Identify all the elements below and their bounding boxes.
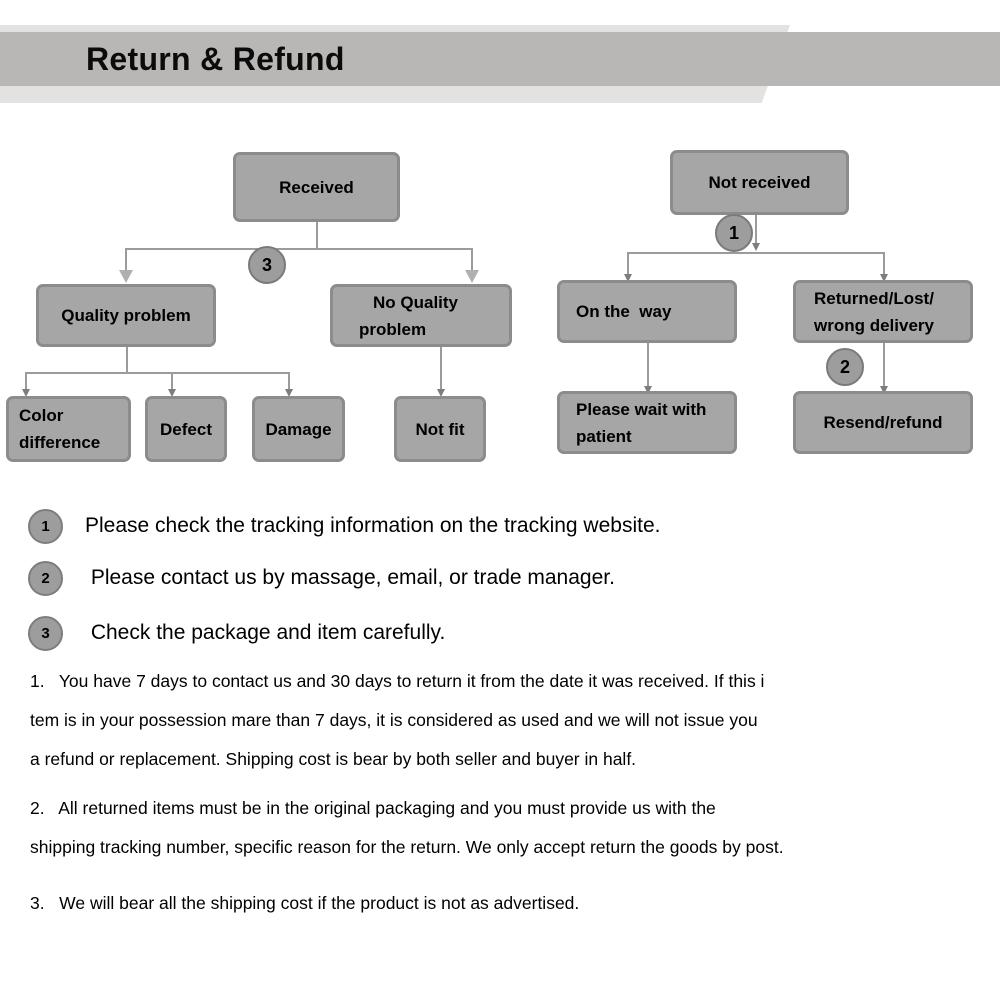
flow-node-not-fit[interactable]: Not fit xyxy=(394,396,486,462)
flow-node-resend-refund[interactable]: Resend/refund xyxy=(793,391,973,454)
page-header: Return & Refund xyxy=(0,0,1000,115)
flow-node-not-received-label: Not received xyxy=(708,173,811,192)
legend-item-3: 3 Check the package and item carefully. xyxy=(28,613,445,653)
legend-item-2-text: Please contact us by massage, email, or … xyxy=(85,566,615,589)
flow-node-received[interactable]: Received xyxy=(233,152,400,222)
flow-node-not-fit-label: Not fit xyxy=(415,419,465,439)
arrow-to-quality-problem xyxy=(119,270,133,283)
arrow-to-on-the-way xyxy=(624,274,632,282)
legend-item-1: 1 Please check the tracking information … xyxy=(28,506,660,546)
connector-received-bus xyxy=(125,248,473,250)
connector-received-left-drop xyxy=(125,248,127,271)
connector-returned-to-resend xyxy=(883,343,885,387)
arrow-not-received-stem-head xyxy=(752,243,760,251)
connector-not-received-stem xyxy=(755,215,757,244)
flow-node-resend-refund-label: Resend/refund xyxy=(823,413,943,432)
flow-node-returned-lost-wrong-delivery[interactable]: Returned/Lost/ wrong delivery xyxy=(793,280,973,343)
connector-quality-drop-damage xyxy=(288,372,290,390)
legend-badge-3-label: 3 xyxy=(41,624,50,642)
flow-node-on-the-way[interactable]: On the way xyxy=(557,280,737,343)
legend-badge-2: 2 xyxy=(28,560,63,596)
connector-not-received-right-drop xyxy=(883,252,885,275)
flow-node-no-quality-problem-label-line2: problem xyxy=(359,319,427,339)
connector-not-received-bus xyxy=(627,252,885,254)
flow-node-not-received[interactable]: Not received xyxy=(670,150,849,215)
flow-node-defect-label: Defect xyxy=(160,419,212,439)
flow-node-defect[interactable]: Defect xyxy=(145,396,227,462)
arrow-to-please-wait xyxy=(644,386,652,394)
badge-1-label: 1 xyxy=(728,222,739,243)
legend-badge-1-label: 1 xyxy=(41,517,50,535)
connector-quality-stem xyxy=(126,347,128,373)
arrow-to-defect xyxy=(168,389,176,397)
badge-3-label: 3 xyxy=(261,254,272,275)
connector-received-right-drop xyxy=(471,248,473,271)
legend-item-1-text: Please check the tracking information on… xyxy=(85,514,661,537)
connector-quality-bus xyxy=(25,372,289,374)
connector-quality-drop-color xyxy=(25,372,27,390)
legend-badge-2-label: 2 xyxy=(41,569,50,587)
connector-no-quality-to-not-fit xyxy=(440,347,442,390)
flow-node-damage[interactable]: Damage xyxy=(252,396,345,462)
flow-node-please-wait-label-line2: patient xyxy=(576,426,632,446)
flow-node-returned-lost-label-line2: wrong delivery xyxy=(814,315,934,335)
flow-node-returned-lost-label-line1: Returned/Lost/ xyxy=(814,288,934,308)
flow-node-on-the-way-label: On the way xyxy=(576,302,672,321)
legend-item-3-text: Check the package and item carefully. xyxy=(85,621,446,644)
arrow-to-color-difference xyxy=(22,389,30,397)
legend-list: 1 Please check the tracking information … xyxy=(0,498,1000,663)
flow-node-quality-problem-label: Quality problem xyxy=(61,306,191,325)
badge-3-flowchart: 3 xyxy=(248,246,286,284)
arrow-to-damage xyxy=(285,389,293,397)
flow-node-quality-problem[interactable]: Quality problem xyxy=(36,284,216,347)
flow-node-received-label: Received xyxy=(279,177,354,197)
badge-2-flowchart: 2 xyxy=(826,348,864,386)
arrow-to-no-quality-problem xyxy=(465,270,479,283)
policy-paragraph-2: 2. All returned items must be in the ori… xyxy=(30,798,784,857)
flow-node-color-difference[interactable]: Color difference xyxy=(6,396,131,462)
connector-quality-drop-defect xyxy=(171,372,173,390)
flow-node-color-difference-label-line1: Color xyxy=(19,406,64,425)
legend-badge-3: 3 xyxy=(28,615,63,651)
flow-node-please-wait-label-line1: Please wait with xyxy=(576,399,707,419)
flow-node-no-quality-problem-label-line1: No Quality xyxy=(373,292,459,312)
badge-1-flowchart: 1 xyxy=(715,214,753,252)
page-title: Return & Refund xyxy=(86,41,345,77)
connector-received-stem xyxy=(316,222,318,249)
returns-flowchart: Received 3 Quality problem No Quality pr… xyxy=(0,0,1000,490)
connector-on-the-way-to-please-wait xyxy=(647,343,649,387)
policy-paragraph-3: 3. We will bear all the shipping cost if… xyxy=(30,893,580,913)
flow-node-no-quality-problem[interactable]: No Quality problem xyxy=(330,284,512,347)
arrow-to-returned-lost xyxy=(880,274,888,282)
legend-item-2: 2 Please contact us by massage, email, o… xyxy=(28,558,615,598)
flow-node-damage-label: Damage xyxy=(265,419,332,439)
legend-badge-1: 1 xyxy=(28,508,63,544)
badge-2-label: 2 xyxy=(839,356,850,377)
arrow-to-not-fit xyxy=(437,389,445,397)
arrow-to-resend-refund xyxy=(880,386,888,394)
flow-node-please-wait-with-patient[interactable]: Please wait with patient xyxy=(557,391,737,454)
flow-node-color-difference-label-line2: difference xyxy=(19,433,101,452)
connector-not-received-left-drop xyxy=(627,252,629,275)
header-band-decoration xyxy=(0,32,1000,86)
policy-paragraph-1: 1. You have 7 days to contact us and 30 … xyxy=(30,671,765,769)
